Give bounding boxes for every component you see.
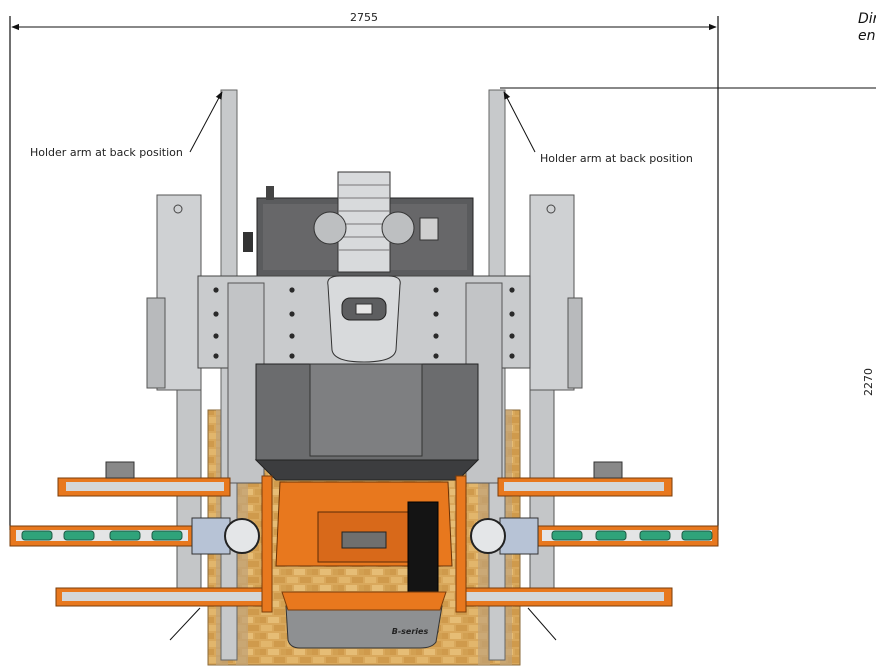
bolt — [289, 333, 295, 339]
roller — [151, 530, 183, 541]
roller — [21, 530, 53, 541]
bolt — [433, 311, 439, 317]
roller — [595, 530, 627, 541]
bolt — [213, 333, 219, 339]
bolt — [509, 311, 515, 317]
callout-right-holder-arm: Holder arm at back position — [540, 152, 693, 165]
bolt — [509, 333, 515, 339]
bolt — [289, 353, 295, 359]
side-frames — [146, 194, 583, 591]
corner-note-line1: Dir — [858, 11, 876, 27]
roller — [551, 530, 583, 541]
motor-housing — [243, 171, 474, 277]
bolt — [213, 311, 219, 317]
feeder-base — [285, 605, 443, 649]
bolt — [289, 311, 295, 317]
height-dimension: 2270 — [500, 87, 876, 396]
roller — [109, 530, 141, 541]
callout-left-holder-arm: Holder arm at back position — [30, 146, 183, 159]
hopper — [254, 363, 480, 481]
bolt — [509, 287, 515, 293]
bolt — [213, 287, 219, 293]
main-plate — [197, 275, 531, 484]
corner-note: Dir en — [858, 11, 876, 45]
bolt — [213, 353, 219, 359]
bolt — [509, 353, 515, 359]
frame-column-right — [529, 194, 575, 391]
roller — [63, 530, 95, 541]
bolt — [433, 333, 439, 339]
roller — [639, 530, 671, 541]
width-dimension: 2755 — [9, 11, 719, 530]
callout-leaders — [169, 91, 557, 641]
roller — [681, 530, 713, 541]
feeder-unit: B-series — [261, 475, 467, 649]
brand-plate: B-series — [392, 627, 429, 636]
electric-motor — [337, 171, 391, 273]
bolt — [433, 353, 439, 359]
bolt — [289, 287, 295, 293]
width-dimension-value: 2755 — [350, 11, 378, 24]
corner-note-line2: en — [858, 28, 876, 44]
height-dimension-value: 2270 — [862, 368, 875, 396]
holder-arms — [9, 461, 719, 607]
bolt — [433, 287, 439, 293]
